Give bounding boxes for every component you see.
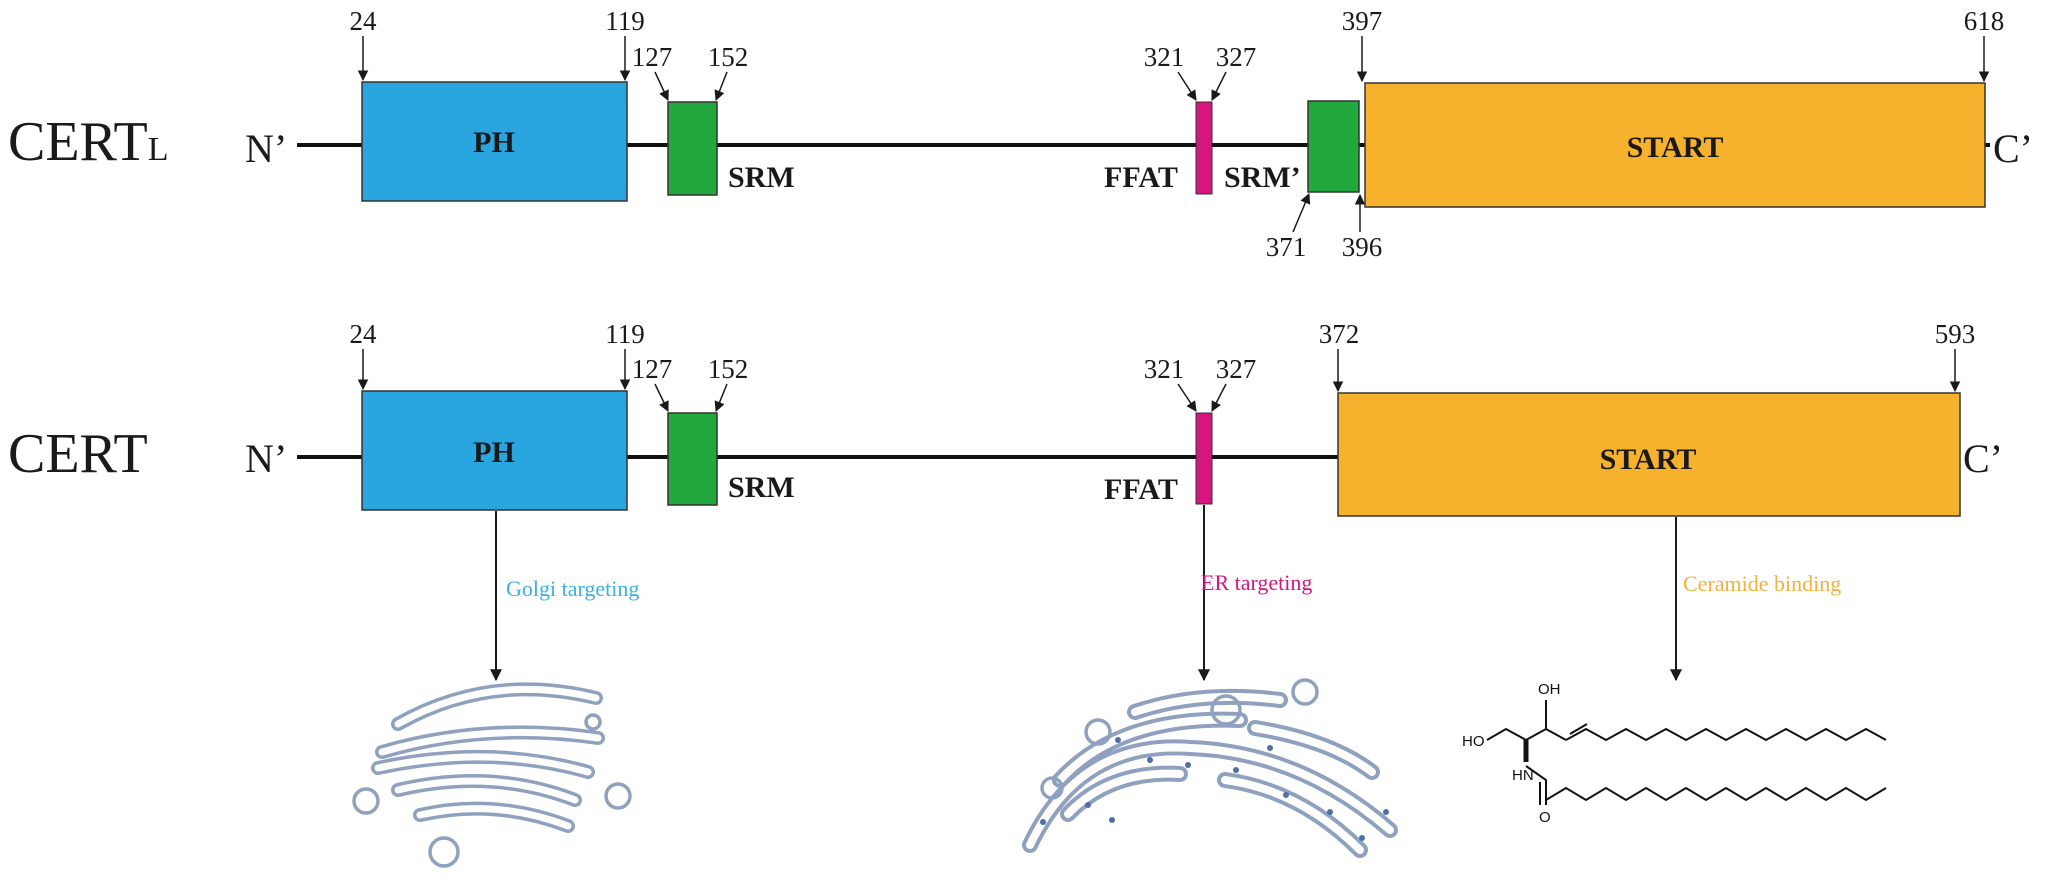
cert-ffat-motif xyxy=(1195,412,1213,505)
cert-l-pos-ph-end: 119 xyxy=(605,6,645,36)
cert-l-srm-domain xyxy=(667,101,718,196)
cert-l-ffat-label: FFAT xyxy=(1104,161,1178,194)
ceramide-structure-icon xyxy=(1486,700,1887,805)
golgi-targeting-label: Golgi targeting xyxy=(506,576,639,601)
function-annotations: Golgi targeting ER targeting Ceramide bi… xyxy=(490,505,1841,682)
cert-arrow-ffat-start xyxy=(1177,383,1197,412)
cert-l-arrow-srm-prime-start xyxy=(1292,193,1311,233)
cert-ph-domain xyxy=(361,390,628,511)
cert-l-arrow-srm-start xyxy=(654,71,669,101)
cert-start-label: START xyxy=(1600,443,1697,476)
cert-l-ph-label: PH xyxy=(473,126,515,159)
cert-l-arrow-ffat-start xyxy=(1177,71,1197,101)
cert-l-c-terminus: C’ xyxy=(1993,126,2033,171)
cert-l-arrow-srm-end xyxy=(714,71,728,101)
cert-row: CERT N’ PH SRM FFAT START C’ 24 119 127 … xyxy=(8,319,2003,517)
cert-l-ffat-motif xyxy=(1195,101,1213,195)
cert-l-pos-srm-start: 127 xyxy=(632,42,673,72)
cert-l-pos-ffat-end: 327 xyxy=(1216,42,1257,72)
er-targeting-label: ER targeting xyxy=(1201,570,1312,595)
cert-srm-label: SRM xyxy=(728,471,795,504)
cert-arrow-srm-start xyxy=(654,383,669,412)
cert-ffat-label: FFAT xyxy=(1104,473,1178,506)
cert-l-pos-ffat-start: 321 xyxy=(1144,42,1185,72)
cert-l-srm-prime-label: SRM’ xyxy=(1224,161,1301,194)
ceramide-ho-label: HO xyxy=(1462,733,1485,750)
cert-l-name: CERTL xyxy=(8,111,169,173)
ceramide-nh-label: HN xyxy=(1512,767,1534,784)
cert-pos-start-end: 593 xyxy=(1935,319,1976,349)
ceramide-oh-label: OH xyxy=(1538,681,1561,698)
cert-l-srm-prime-domain xyxy=(1307,100,1360,193)
ceramide-o-label: O xyxy=(1539,809,1551,826)
cert-l-n-terminus: N’ xyxy=(245,126,287,171)
cert-l-row: CERTL N’ PH SRM FFAT SRM’ START C’ 24 11… xyxy=(8,6,2033,262)
cert-ph-label: PH xyxy=(473,436,515,469)
endoplasmic-reticulum-icon xyxy=(1022,678,1398,858)
cert-l-start-label: START xyxy=(1627,131,1724,164)
cert-l-pos-ph-start: 24 xyxy=(350,6,378,36)
cert-srm-domain xyxy=(667,412,718,506)
cert-n-terminus: N’ xyxy=(245,436,287,481)
cert-pos-ffat-end: 327 xyxy=(1216,354,1257,384)
cert-l-pos-start-start: 397 xyxy=(1342,6,1383,36)
cert-arrow-srm-end xyxy=(714,383,728,412)
cert-c-terminus: C’ xyxy=(1963,436,2003,481)
cert-name: CERT xyxy=(8,423,148,485)
cert-l-srm-label: SRM xyxy=(728,161,795,194)
cert-l-pos-srm-prime-start: 371 xyxy=(1266,232,1307,262)
cert-l-pos-srm-prime-end: 396 xyxy=(1342,232,1383,262)
cert-start-domain xyxy=(1337,392,1961,517)
cert-l-arrow-ffat-end xyxy=(1211,71,1227,101)
cert-l-pos-srm-end: 152 xyxy=(708,42,749,72)
cert-pos-srm-start: 127 xyxy=(632,354,673,384)
ceramide-atom-labels: OH HO HN O xyxy=(1462,681,1561,826)
cert-pos-srm-end: 152 xyxy=(708,354,749,384)
golgi-apparatus-icon xyxy=(352,682,632,868)
cert-l-pos-start-end: 618 xyxy=(1964,6,2005,36)
cert-pos-ffat-start: 321 xyxy=(1144,354,1185,384)
cert-arrow-ffat-end xyxy=(1211,383,1227,412)
cert-l-start-domain xyxy=(1364,82,1986,208)
cert-pos-ph-start: 24 xyxy=(350,319,378,349)
cert-pos-ph-end: 119 xyxy=(605,319,645,349)
cert-l-ph-domain xyxy=(361,81,628,202)
cert-pos-start-start: 372 xyxy=(1319,319,1360,349)
ceramide-binding-label: Ceramide binding xyxy=(1683,571,1841,596)
